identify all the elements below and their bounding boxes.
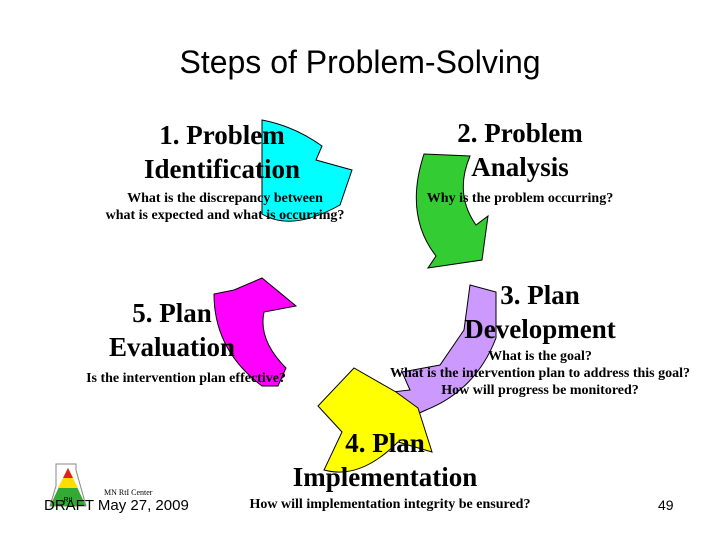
step-4-question: How will implementation integrity be ens…	[210, 496, 570, 513]
rti-logo-text: RtI	[64, 497, 73, 504]
step-3-question: What is the goal? What is the interventi…	[360, 348, 720, 399]
step-3-question-line2: What is the intervention plan to address…	[390, 366, 690, 381]
step-2-label-line2: Analysis	[471, 152, 569, 182]
rti-logo: RtI	[49, 463, 87, 507]
step-1-question: What is the discrepancy between what is …	[70, 190, 380, 224]
step-4-label-line2: Implementation	[292, 462, 478, 492]
step-4-label: 4. Plan Implementation	[250, 426, 520, 494]
step-3-label: 3. Plan Development	[430, 278, 650, 346]
step-2-label-line1: 2. Problem	[457, 118, 583, 148]
arrow-step-2	[415, 153, 489, 269]
step-4-label-line1: 4. Plan	[345, 428, 425, 458]
draft-date: DRAFT May 27, 2009	[44, 497, 189, 514]
arrow-step-3	[372, 284, 497, 421]
step-3-question-line3: How will progress be monitored?	[441, 383, 639, 398]
step-5-question-line1: Is the intervention plan effective?	[86, 371, 286, 386]
step-3-label-line2: Development	[464, 314, 616, 344]
page-number: 49	[658, 497, 674, 513]
step-4-question-line1: How will implementation integrity be ens…	[249, 497, 531, 512]
step-1-label-line1: 1. Problem	[159, 120, 285, 150]
step-5-question: Is the intervention plan effective?	[56, 370, 316, 387]
step-1-label: 1. Problem Identification	[112, 118, 332, 186]
page-title: Steps of Problem-Solving	[179, 44, 541, 80]
step-5-label: 5. Plan Evaluation	[72, 296, 272, 364]
step-3-label-line1: 3. Plan	[500, 280, 580, 310]
step-1-label-line2: Identification	[143, 154, 300, 184]
step-1-question-line2: what is expected and what is occurring?	[105, 208, 345, 223]
arrow-step-4	[317, 367, 433, 473]
arrow-step-1	[261, 119, 353, 222]
step-2-question: Why is the problem occurring?	[400, 190, 640, 207]
step-3-question-line1: What is the goal?	[488, 349, 592, 364]
step-2-label: 2. Problem Analysis	[400, 116, 640, 184]
step-5-label-line1: 5. Plan	[132, 298, 212, 328]
arrow-step-5	[213, 277, 298, 387]
step-1-question-line1: What is the discrepancy between	[127, 191, 323, 206]
center-name: MN RtI Center	[104, 488, 153, 497]
step-2-question-line1: Why is the problem occurring?	[426, 191, 614, 206]
step-5-label-line2: Evaluation	[108, 332, 236, 362]
